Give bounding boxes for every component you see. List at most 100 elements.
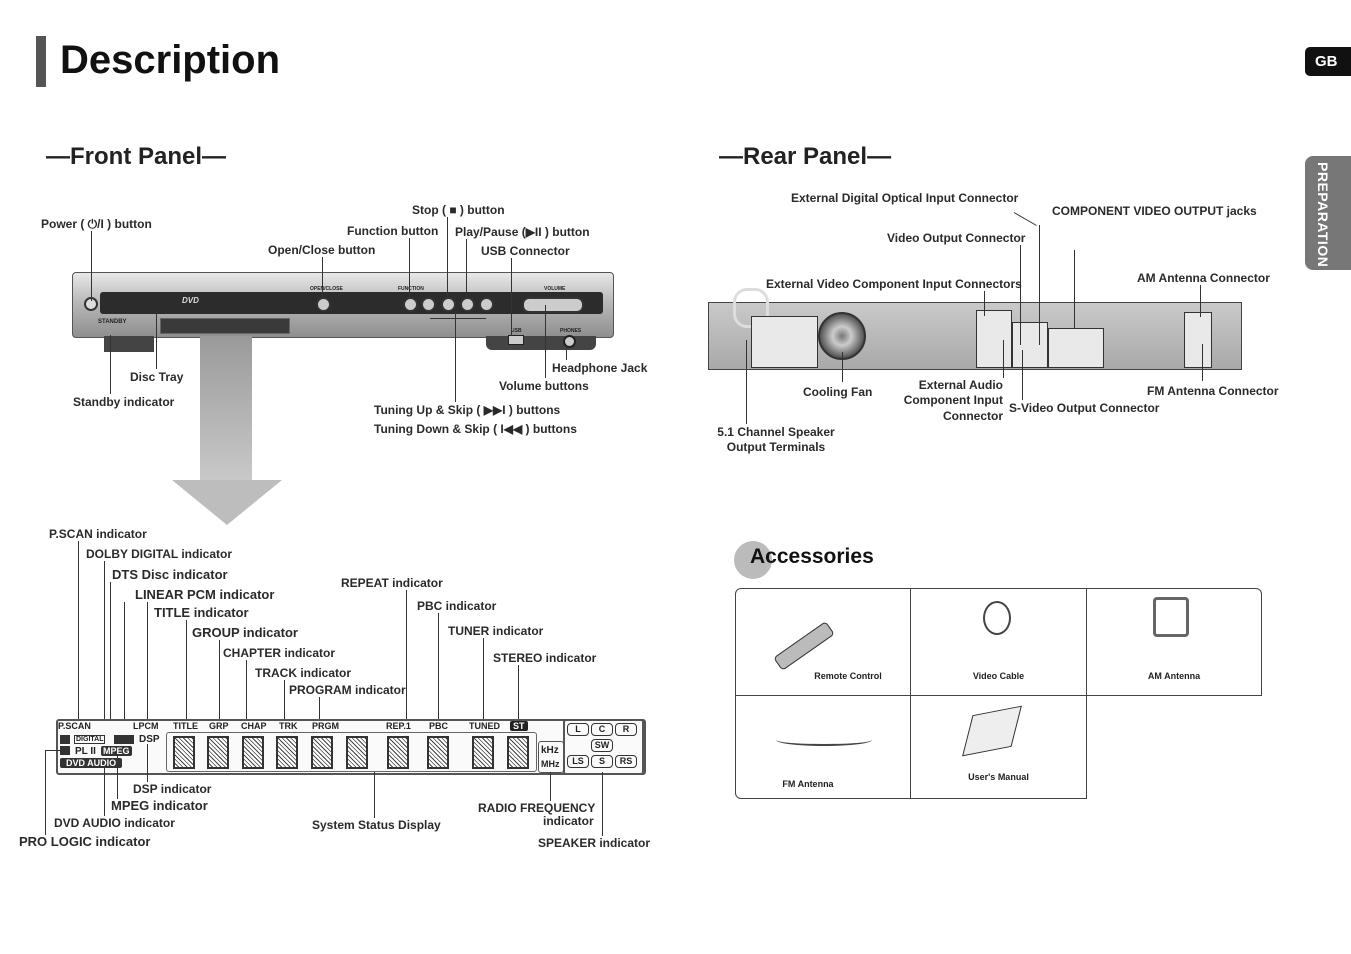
volume-mark: VOLUME bbox=[544, 286, 566, 292]
speaker-frame bbox=[563, 719, 644, 775]
headphone-jack-icon[interactable] bbox=[563, 335, 576, 348]
digit-7 bbox=[387, 736, 409, 769]
antenna-connectors[interactable] bbox=[1184, 312, 1212, 368]
label-track: TRACK indicator bbox=[255, 666, 351, 680]
ext-component-inputs[interactable] bbox=[976, 310, 1012, 368]
leader-lpcm-1 bbox=[124, 602, 125, 734]
label-chapter: CHAPTER indicator bbox=[223, 646, 336, 660]
mark-trk: TRK bbox=[279, 721, 298, 731]
accessory-caption: AM Antenna bbox=[1147, 671, 1201, 681]
front-panel-strip bbox=[100, 292, 603, 314]
tuning-up-button[interactable] bbox=[479, 297, 494, 312]
speaker-terminals[interactable] bbox=[751, 316, 818, 368]
standby-mark: STANDBY bbox=[98, 319, 127, 325]
remote-control-icon bbox=[773, 621, 835, 671]
function-button[interactable] bbox=[403, 297, 418, 312]
leader-ext-audio bbox=[1003, 340, 1004, 378]
mark-pbc: PBC bbox=[429, 721, 449, 731]
pro-logic-icon bbox=[60, 746, 70, 755]
leader-volume bbox=[545, 305, 546, 378]
front-display-window bbox=[160, 318, 290, 334]
open-close-button[interactable] bbox=[316, 297, 331, 312]
leader-mpeg bbox=[117, 756, 118, 799]
label-stop: Stop ( ■ ) button bbox=[412, 203, 505, 217]
leader-pro-logic-h bbox=[45, 750, 60, 751]
label-tuner: TUNER indicator bbox=[448, 624, 544, 638]
stop-button[interactable] bbox=[441, 297, 456, 312]
leader-standby bbox=[110, 335, 111, 394]
leader-track bbox=[284, 680, 285, 721]
language-tab: GB bbox=[1305, 47, 1351, 76]
label-speaker-2: Output Terminals bbox=[726, 440, 826, 454]
usb-mark: USB bbox=[511, 328, 522, 334]
dts-icon bbox=[114, 735, 134, 744]
leader-dts bbox=[110, 582, 111, 735]
tuning-down-button[interactable] bbox=[421, 297, 436, 312]
video-cable-icon bbox=[983, 601, 1011, 635]
digit-10 bbox=[507, 736, 529, 769]
leader-radio bbox=[550, 772, 551, 801]
leader-dvd-audio bbox=[104, 768, 105, 816]
label-program: PROGRAM indicator bbox=[289, 683, 406, 697]
mark-st: ST bbox=[510, 721, 528, 731]
zoom-arrow-icon bbox=[172, 480, 282, 525]
spk-s: S bbox=[591, 755, 613, 768]
mark-dvd-audio: DVD AUDIO bbox=[60, 758, 123, 768]
label-radio-freq-2: indicator bbox=[543, 814, 594, 828]
component-output-jacks[interactable] bbox=[1048, 328, 1104, 368]
label-cooling-fan: Cooling Fan bbox=[803, 385, 873, 399]
spk-rs: RS bbox=[615, 755, 637, 768]
rear-panel-title: —Rear Panel— bbox=[719, 143, 892, 170]
zoom-arrow-shaft bbox=[200, 336, 252, 482]
leader-dolby bbox=[104, 561, 105, 735]
label-speaker-1: 5.1 Channel Speaker bbox=[717, 425, 835, 439]
label-title: TITLE indicator bbox=[154, 605, 249, 620]
label-headphone: Headphone Jack bbox=[552, 361, 648, 375]
video-svideo-outputs[interactable] bbox=[1012, 322, 1048, 368]
label-pbc: PBC indicator bbox=[417, 599, 497, 613]
label-group: GROUP indicator bbox=[192, 625, 298, 640]
leader-am bbox=[1200, 285, 1201, 317]
leader-svideo bbox=[1022, 350, 1023, 400]
label-ext-audio-1: External Audio bbox=[918, 378, 1003, 392]
spk-sw: SW bbox=[591, 739, 613, 752]
leader-stop bbox=[447, 217, 448, 298]
usb-port-icon[interactable] bbox=[508, 335, 524, 345]
label-play-pause: Play/Pause (▶II ) button bbox=[455, 225, 590, 239]
accessory-am-antenna: AM Antenna bbox=[1086, 588, 1262, 696]
mark-pscan: P.SCAN bbox=[58, 721, 91, 731]
accessory-caption: User's Manual bbox=[968, 772, 1029, 782]
label-pro-logic: PRO LOGIC indicator bbox=[19, 834, 151, 849]
dvd-logo: DVD bbox=[182, 296, 199, 305]
digit-1 bbox=[173, 736, 195, 769]
fm-antenna-icon bbox=[776, 734, 872, 746]
leader-repeat bbox=[406, 590, 407, 721]
leader-headphone bbox=[566, 345, 567, 360]
label-standby: Standby indicator bbox=[73, 395, 175, 409]
mark-title: TITLE bbox=[173, 721, 198, 731]
front-panel-foot bbox=[486, 336, 596, 350]
label-video-out: Video Output Connector bbox=[887, 231, 1026, 245]
accessory-fm-antenna: FM Antenna bbox=[735, 695, 911, 799]
leader-pro-logic bbox=[45, 750, 46, 835]
leader-tuner bbox=[483, 638, 484, 721]
digit-8 bbox=[427, 736, 449, 769]
digit-9 bbox=[472, 736, 494, 769]
label-dts: DTS Disc indicator bbox=[112, 567, 228, 582]
label-optical: External Digital Optical Input Connector bbox=[791, 191, 1019, 205]
page-title: Description bbox=[60, 38, 281, 82]
label-ext-video-comp: External Video Component Input Connector… bbox=[766, 277, 1022, 291]
leader-video-out bbox=[1020, 245, 1021, 345]
leader-pscan bbox=[78, 541, 79, 721]
play-pause-button[interactable] bbox=[460, 297, 475, 312]
am-antenna-icon bbox=[1153, 597, 1189, 637]
label-open-close: Open/Close button bbox=[268, 243, 376, 257]
leader-stereo bbox=[518, 665, 519, 721]
label-disc-tray: Disc Tray bbox=[130, 370, 184, 384]
mark-prgm: PRGM bbox=[312, 721, 339, 731]
leader-dsp bbox=[147, 744, 148, 782]
function-mark: FUNCTION bbox=[398, 286, 424, 292]
leader-optical bbox=[1039, 225, 1040, 345]
volume-rocker[interactable] bbox=[522, 297, 584, 313]
front-panel-foot-left bbox=[104, 336, 154, 352]
